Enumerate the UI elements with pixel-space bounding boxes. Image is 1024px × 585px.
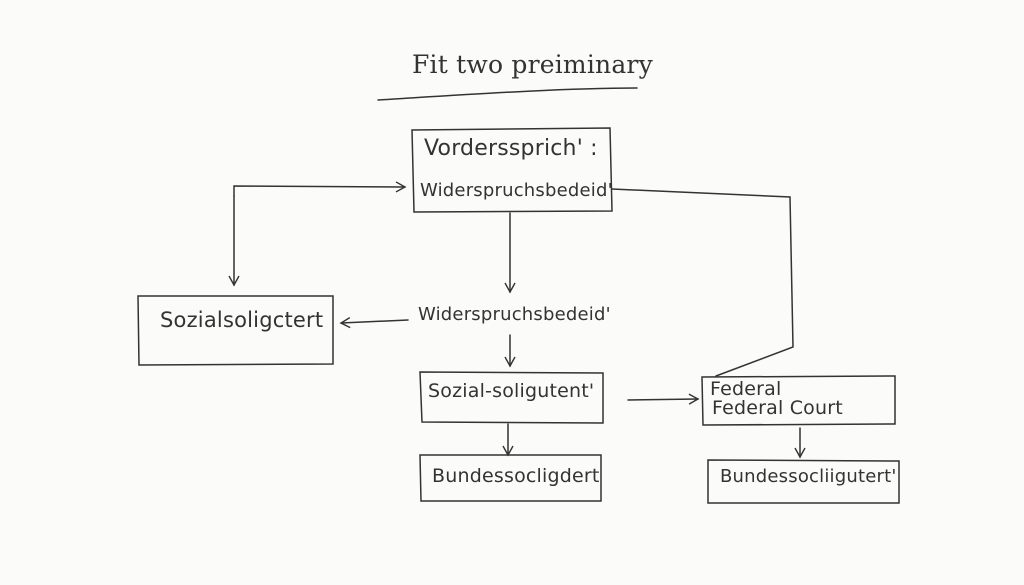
middle-box-border [419, 371, 604, 424]
top-box-line2: Widerspruchsbedeid' [420, 180, 613, 201]
top-box-border [411, 127, 613, 213]
arrow-left-to-top [233, 181, 407, 197]
federal-box-line2: Federal Court [712, 397, 843, 419]
arrow-middle-to-left-box [339, 317, 409, 329]
bottom-right-box-label: Bundessocliigutert' [720, 466, 897, 487]
middle-label: Widerspruchsbedeid' [418, 304, 611, 325]
arrow-middle-box-to-federal [627, 393, 700, 405]
federal-box-border [701, 375, 896, 426]
federal-box-line1: Federal [710, 378, 782, 400]
bottom-left-box-label: Bundessocligdert [432, 465, 600, 487]
connector-top-to-federal [611, 188, 794, 377]
left-box-border [137, 295, 334, 366]
title-underline [377, 87, 638, 101]
top-box-line1: Vordersspriсh' : [424, 136, 598, 161]
bottom-left-box-border [419, 454, 602, 502]
diagram-title: Fit two preiminary [412, 50, 653, 79]
bottom-right-box-border [707, 459, 900, 504]
left-box-label: Sozialsoligctert [160, 308, 324, 332]
middle-box-label: Sozial-soligutent' [428, 380, 595, 402]
